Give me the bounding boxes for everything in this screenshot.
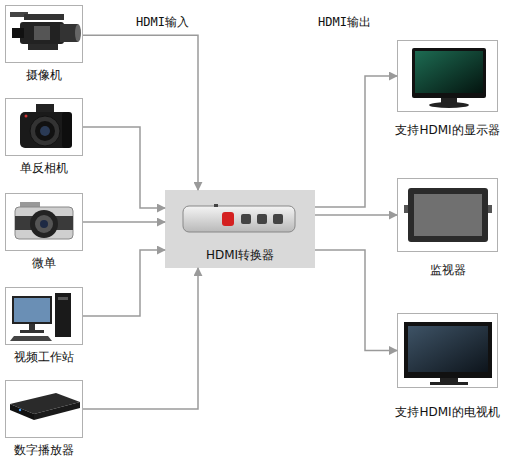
device-caption: 支持HDMI的显示器 [395, 123, 499, 137]
device-caption: 微单 [32, 256, 56, 270]
workstation-art [10, 293, 71, 341]
box-label: HDMI转换器 [206, 248, 274, 262]
mirrorless-art [15, 202, 73, 239]
device-box: 摄像机 [5, 5, 83, 63]
converter-device-art [183, 204, 295, 232]
hdmi-connector [83, 250, 165, 316]
device-box: 数字播放器 [5, 380, 83, 438]
device-caption: 监视器 [430, 263, 466, 277]
camcorder-art [10, 12, 81, 50]
output-box: 支持HDMI的显示器 [397, 40, 498, 112]
converter-box: HDMI转换器 [165, 190, 315, 268]
hdmi-connector [83, 221, 165, 223]
dslr-art [20, 104, 72, 148]
output-box: 支持HDMI的电视机 [397, 313, 498, 388]
device-box: 单反相机 [5, 98, 83, 156]
device-caption: 支持HDMI的电视机 [395, 405, 499, 419]
media-player-art [10, 393, 80, 420]
output-box: 监视器 [397, 178, 498, 252]
device-box: 微单 [5, 193, 83, 251]
device-box: 视频工作站 [5, 287, 83, 345]
hdmi-connector [83, 127, 165, 208]
section-label: HDMI输入 [136, 14, 189, 31]
hdmi-connector [315, 250, 397, 351]
device-caption: 视频工作站 [14, 350, 74, 364]
hdmi-connector [315, 76, 397, 207]
hdmi-connector [83, 268, 198, 409]
hdmi-connector [315, 214, 397, 216]
tv-art [404, 322, 492, 385]
display-art [412, 48, 486, 108]
device-caption: 数字播放器 [14, 443, 74, 457]
field-monitor-art [404, 188, 492, 242]
device-caption: 摄像机 [26, 68, 62, 82]
section-label: HDMI输出 [318, 14, 371, 31]
hdmi-connector [83, 35, 198, 190]
device-caption: 单反相机 [20, 161, 68, 175]
